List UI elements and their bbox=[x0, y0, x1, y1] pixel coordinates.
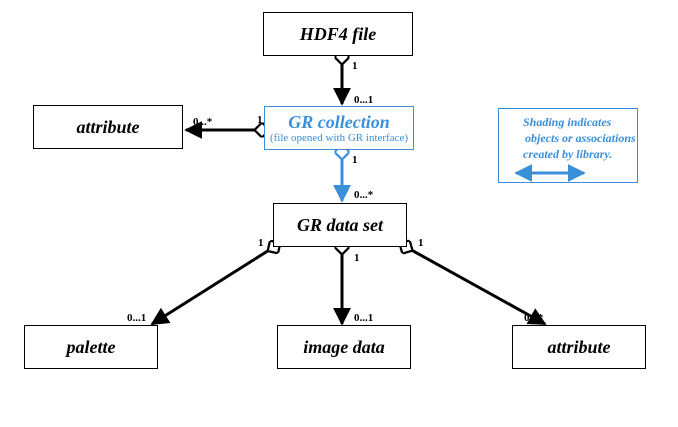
edge-dataset-attribute bbox=[406, 247, 545, 326]
attribute-top-box: attribute bbox=[33, 105, 183, 149]
attribute-top-label: attribute bbox=[76, 116, 140, 137]
gr-data-set-label: GR data set bbox=[296, 214, 383, 235]
mult-palette-top: 1 bbox=[258, 237, 264, 249]
legend-line-1: Shading indicates bbox=[523, 115, 612, 129]
attribute-bottom-label: attribute bbox=[547, 336, 611, 357]
palette-label: palette bbox=[66, 336, 116, 357]
mult-attr-bottom-bottom: 0...* bbox=[524, 312, 544, 324]
image-data-box: image data bbox=[277, 325, 411, 369]
edge-dataset-palette bbox=[152, 247, 274, 326]
mult-file-bottom: 0...1 bbox=[354, 94, 374, 106]
legend-line-2: objects or associations bbox=[525, 131, 636, 145]
hdf4-file-box: HDF4 file bbox=[263, 12, 413, 56]
mult-dataset-top: 1 bbox=[352, 154, 358, 166]
attribute-bottom-box: attribute bbox=[512, 325, 646, 369]
mult-attr-left: 0...* bbox=[193, 116, 213, 128]
legend-box: Shading indicates objects or association… bbox=[498, 108, 638, 183]
legend-line-3: created by library. bbox=[523, 147, 613, 161]
gr-data-set-box: GR data set bbox=[273, 203, 407, 247]
image-data-label: image data bbox=[303, 336, 385, 357]
mult-attr-right: 1 bbox=[257, 114, 263, 126]
gr-collection-box: GR collection (file opened with GR inter… bbox=[264, 106, 414, 150]
mult-dataset-bottom: 0...* bbox=[354, 189, 374, 201]
palette-box: palette bbox=[24, 325, 158, 369]
gr-collection-label: GR collection bbox=[288, 112, 390, 132]
mult-image-bottom: 0...1 bbox=[354, 312, 374, 324]
gr-collection-note: (file opened with GR interface) bbox=[269, 132, 409, 144]
mult-attr-bottom-top: 1 bbox=[418, 237, 424, 249]
mult-palette-bottom: 0...1 bbox=[127, 312, 147, 324]
hdf4-file-label: HDF4 file bbox=[299, 23, 377, 44]
mult-image-top: 1 bbox=[354, 252, 360, 264]
mult-file-top: 1 bbox=[352, 60, 358, 72]
